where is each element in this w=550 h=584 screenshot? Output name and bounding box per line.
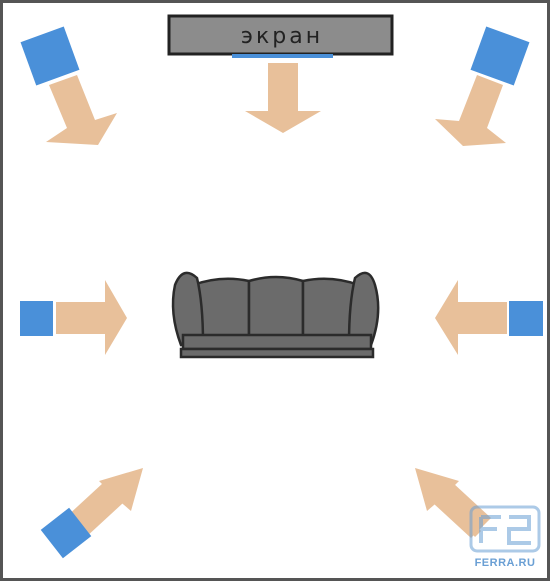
side-right-arrow [435, 280, 507, 355]
sofa [171, 271, 380, 359]
home-theater-layout: экран [20, 14, 543, 569]
side-right-speaker [509, 301, 543, 336]
sofa-base [179, 347, 375, 359]
front-left-arrow [46, 75, 117, 145]
sofa-seat [181, 333, 373, 351]
center-arrow [245, 63, 321, 133]
sofa-back-cushion-middle [247, 275, 305, 339]
ferra-logo-mark [469, 505, 541, 553]
side-left-arrow [56, 280, 127, 355]
rear-left-speaker [40, 507, 92, 559]
ferra-logo-glyph [479, 515, 531, 545]
front-left-speaker-group [20, 26, 117, 145]
watermark-text: FERRA.RU [475, 557, 536, 569]
rear-right-arrow-body [433, 483, 491, 538]
front-right-speaker [470, 26, 530, 86]
front-left-speaker [20, 26, 80, 86]
rear-left-speaker-group [40, 468, 143, 559]
ferra-logo [469, 505, 541, 553]
screen: экран [167, 14, 394, 58]
rear-right-arrow [415, 468, 481, 537]
side-right-speaker-group [435, 280, 543, 355]
sofa-arm-right [347, 271, 380, 347]
front-right-arrow [435, 75, 506, 146]
rear-right-speaker-group [415, 468, 491, 538]
screen-label: экран [241, 24, 323, 49]
side-left-speaker-group [20, 280, 127, 355]
screen-stripe [232, 54, 333, 58]
side-left-speaker [20, 301, 53, 336]
front-right-speaker-group [435, 26, 530, 146]
sofa-arm-left [171, 271, 205, 347]
